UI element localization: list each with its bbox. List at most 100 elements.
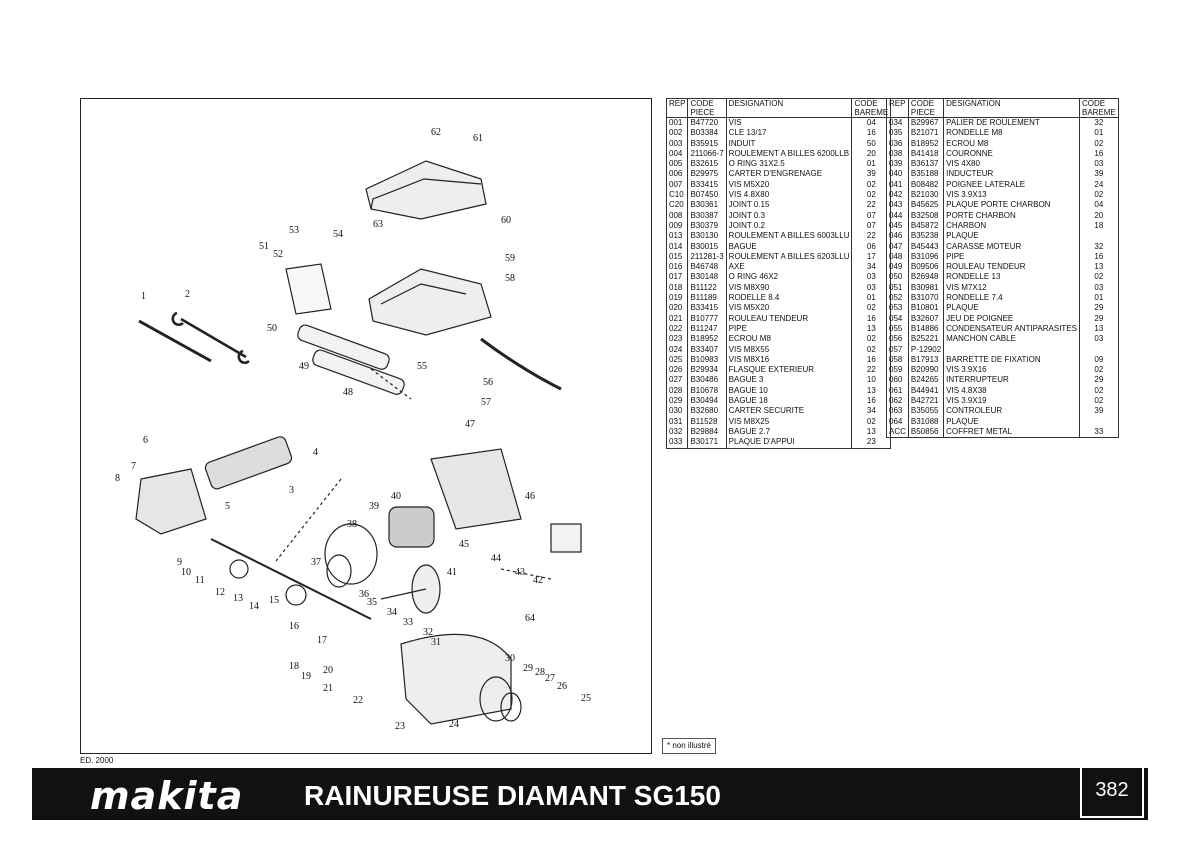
cell-designation: VIS M8X16 xyxy=(725,354,853,366)
cell-rep: 025 xyxy=(665,354,689,366)
callout-5: 5 xyxy=(225,501,230,512)
callout-48: 48 xyxy=(343,387,353,398)
cell-code: 211066-7 xyxy=(687,148,727,160)
header-rep: REP xyxy=(665,98,689,118)
cell-rep: 062 xyxy=(886,396,909,407)
cell-code: P-12902 xyxy=(907,344,945,355)
cell-bareme: 10 xyxy=(851,375,892,386)
cell-bareme: 02 xyxy=(851,179,892,191)
cell-rep: 027 xyxy=(665,375,689,386)
cell-code: B29934 xyxy=(687,365,727,376)
cell-bareme: 02 xyxy=(851,416,892,427)
callout-8: 8 xyxy=(115,473,120,484)
callout-20: 20 xyxy=(323,665,333,676)
cell-designation: POIGNEE LATERALE xyxy=(943,179,1080,191)
cell-designation: VIS xyxy=(725,117,853,129)
cell-bareme: 23 xyxy=(851,437,892,448)
callout-22: 22 xyxy=(353,695,363,706)
cell-bareme: 16 xyxy=(851,128,892,139)
cell-bareme: 02 xyxy=(851,344,892,355)
cell-rep: 017 xyxy=(665,272,689,283)
cell-bareme: 16 xyxy=(851,313,892,324)
callout-38: 38 xyxy=(347,519,357,530)
cell-bareme: 39 xyxy=(1078,169,1119,180)
cell-designation xyxy=(943,344,1080,355)
cell-code: B31070 xyxy=(907,293,945,304)
header-designation: DESIGNATION xyxy=(943,98,1080,118)
cell-designation: PORTE CHARBON xyxy=(943,210,1080,221)
part-handle-housing xyxy=(368,268,492,336)
cell-rep: 040 xyxy=(886,169,909,180)
cell-bareme: 07 xyxy=(851,210,892,221)
callout-10: 10 xyxy=(181,567,191,578)
cell-code: B35188 xyxy=(907,169,945,180)
cell-bareme: 16 xyxy=(851,396,892,407)
cell-designation: RONDELLE 13 xyxy=(943,272,1080,283)
cell-designation: PLAQUE PORTE CHARBON xyxy=(943,200,1080,211)
cell-code: B45872 xyxy=(907,220,945,232)
cell-rep: 056 xyxy=(886,334,909,345)
callout-13: 13 xyxy=(233,593,243,604)
cell-rep: 021 xyxy=(665,313,689,324)
cell-designation: RODELLE 8.4 xyxy=(725,293,853,304)
cell-code: B21071 xyxy=(907,128,945,139)
cell-code: B30171 xyxy=(687,437,727,448)
callout-14: 14 xyxy=(249,601,259,612)
cell-designation: ROULEAU TENDEUR xyxy=(943,262,1080,273)
cell-rep: 007 xyxy=(665,179,689,191)
cell-bareme: 07 xyxy=(851,220,892,232)
cell-designation: PIPE xyxy=(943,251,1080,263)
cell-designation: VIS 4X80 xyxy=(943,159,1080,170)
callout-17: 17 xyxy=(317,635,327,646)
cell-code: B31088 xyxy=(907,416,945,427)
cell-designation: VIS 4.8X80 xyxy=(725,190,853,201)
cell-rep: 009 xyxy=(665,220,689,232)
cell-designation: VIS M5X20 xyxy=(725,179,853,191)
cell-code: B24265 xyxy=(907,375,945,386)
callout-53: 53 xyxy=(289,225,299,236)
cell-rep: 052 xyxy=(886,293,909,304)
cell-bareme: 16 xyxy=(1078,251,1119,263)
cell-designation: PALIER DE ROULEMENT xyxy=(943,117,1080,129)
callout-31: 31 xyxy=(431,637,441,648)
cell-designation: VIS M8X25 xyxy=(725,416,853,427)
callout-55: 55 xyxy=(417,361,427,372)
callout-3: 3 xyxy=(289,485,294,496)
cell-designation: MANCHON CABLE xyxy=(943,334,1080,345)
cell-designation: ROULEMENT A BILLES 6200LLB xyxy=(725,148,853,160)
part-brush-holder xyxy=(550,523,582,553)
cell-code: B30130 xyxy=(687,231,727,242)
cell-rep: 023 xyxy=(665,334,689,345)
callout-44: 44 xyxy=(491,553,501,564)
cell-bareme: 22 xyxy=(851,365,892,376)
cell-bareme: 29 xyxy=(1078,313,1119,324)
cell-code: B35915 xyxy=(687,138,727,149)
cell-designation: RONDELLE 7.4 xyxy=(943,293,1080,304)
callout-39: 39 xyxy=(369,501,379,512)
part-housing-cover xyxy=(365,160,487,220)
cell-bareme: 02 xyxy=(851,303,892,314)
cell-bareme: 02 xyxy=(1078,190,1119,201)
cell-bareme: 02 xyxy=(851,334,892,345)
